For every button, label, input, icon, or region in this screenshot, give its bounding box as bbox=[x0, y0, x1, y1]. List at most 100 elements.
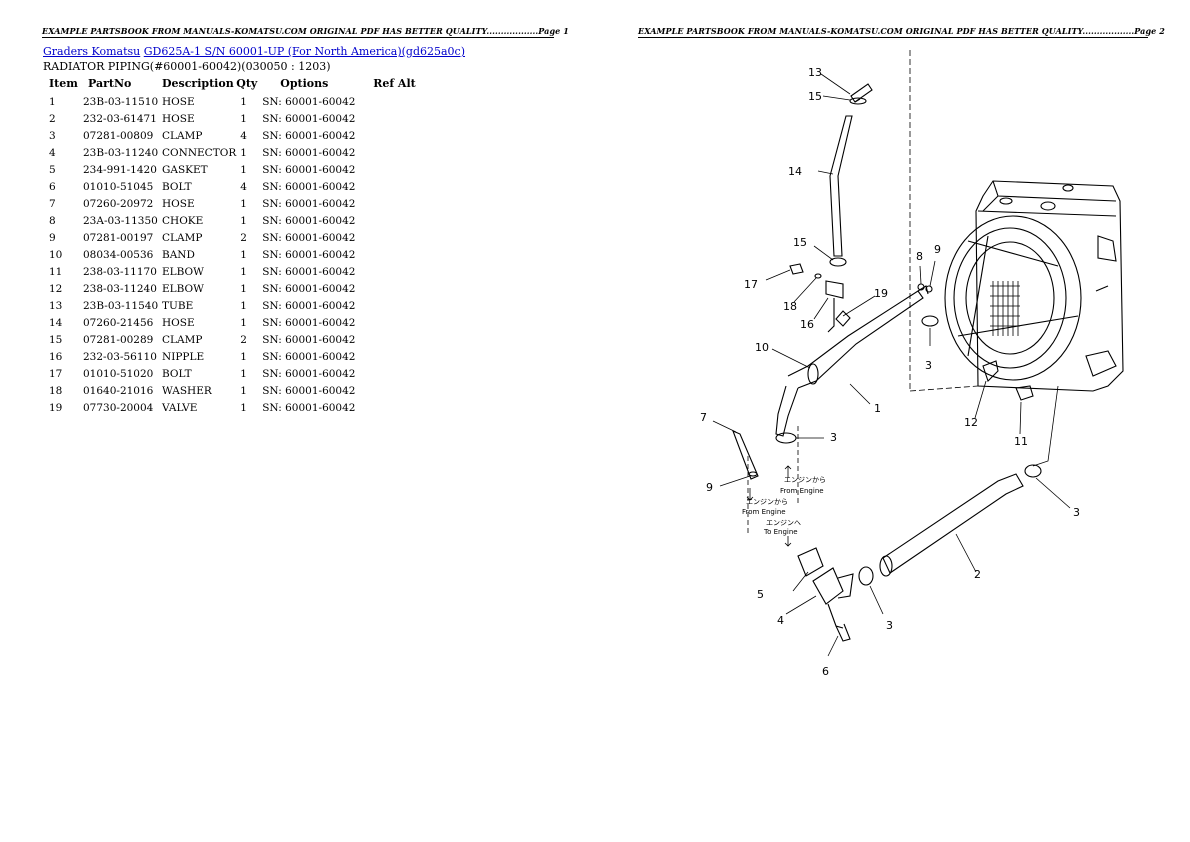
cell-item: 8 bbox=[49, 214, 56, 227]
cell-options: SN: 60001-60042 bbox=[262, 248, 356, 261]
cell-qty: 1 bbox=[240, 316, 247, 329]
cell-qty: 1 bbox=[240, 384, 247, 397]
cell-item: 13 bbox=[49, 299, 63, 312]
cell-description: NIPPLE bbox=[162, 350, 205, 363]
column-header-item: Item bbox=[49, 76, 78, 90]
cell-ref-alt bbox=[373, 382, 423, 399]
cell-options: SN: 60001-60042 bbox=[262, 282, 356, 295]
cell-item: 1 bbox=[49, 95, 56, 108]
cell-options: SN: 60001-60042 bbox=[262, 299, 356, 312]
cell-partno: 23B-03-11240 bbox=[83, 146, 159, 159]
cell-description: CLAMP bbox=[162, 129, 203, 142]
cell-ref-alt bbox=[373, 127, 423, 144]
cell-options: SN: 60001-60042 bbox=[262, 146, 356, 159]
cell-ref-alt bbox=[373, 280, 423, 297]
callout-11: 11 bbox=[1014, 435, 1028, 448]
cell-partno: 01010-51020 bbox=[83, 367, 154, 380]
breadcrumb-link-graders[interactable]: Graders Komatsu bbox=[43, 45, 141, 58]
cell-item: 4 bbox=[49, 146, 56, 159]
cell-ref-alt bbox=[373, 110, 423, 127]
breadcrumb-link-model[interactable]: GD625A-1 S/N 60001-UP (For North America… bbox=[143, 45, 466, 58]
callout-17: 17 bbox=[744, 278, 758, 291]
cell-ref-alt bbox=[373, 365, 423, 382]
callout-3b: 3 bbox=[925, 359, 932, 372]
callout-3d: 3 bbox=[886, 619, 893, 632]
cell-qty: 1 bbox=[240, 265, 247, 278]
cell-options: SN: 60001-60042 bbox=[262, 350, 356, 363]
cell-item: 2 bbox=[49, 112, 56, 125]
cell-description: HOSE bbox=[162, 95, 195, 108]
cell-partno: 07281-00289 bbox=[83, 333, 154, 346]
cell-description: TUBE bbox=[162, 299, 194, 312]
callout-9a: 9 bbox=[706, 481, 713, 494]
cell-partno: 232-03-61471 bbox=[83, 112, 157, 125]
cell-ref-alt bbox=[373, 212, 423, 229]
callout-5: 5 bbox=[757, 588, 764, 601]
callout-7: 7 bbox=[700, 411, 707, 424]
cell-description: HOSE bbox=[162, 316, 195, 329]
cell-qty: 1 bbox=[240, 197, 247, 210]
callout-13: 13 bbox=[808, 66, 822, 79]
note-from-engine-jp-2: エンジンから bbox=[746, 498, 788, 506]
cell-partno: 238-03-11240 bbox=[83, 282, 157, 295]
callout-12: 12 bbox=[964, 416, 978, 429]
cell-partno: 238-03-11170 bbox=[83, 265, 157, 278]
column-header-qty: Qty bbox=[236, 76, 258, 90]
callout-1: 1 bbox=[874, 402, 881, 415]
cell-options: SN: 60001-60042 bbox=[262, 401, 356, 414]
note-from-engine-1: From Engine bbox=[780, 487, 824, 495]
parts-table: Item PartNo Description Qty Options Ref … bbox=[44, 76, 423, 416]
cell-partno: 01010-51045 bbox=[83, 180, 154, 193]
callout-15a: 15 bbox=[808, 90, 822, 103]
cell-qty: 1 bbox=[240, 248, 247, 261]
cell-qty: 4 bbox=[240, 129, 247, 142]
cell-qty: 1 bbox=[240, 299, 247, 312]
cell-partno: 23A-03-11350 bbox=[83, 214, 158, 227]
column-header-ref-alt: Ref Alt bbox=[373, 76, 416, 90]
cell-description: CLAMP bbox=[162, 231, 203, 244]
cell-options: SN: 60001-60042 bbox=[262, 214, 356, 227]
cell-item: 9 bbox=[49, 231, 56, 244]
callout-9b: 9 bbox=[934, 243, 941, 256]
callout-16: 16 bbox=[800, 318, 814, 331]
cell-qty: 1 bbox=[240, 214, 247, 227]
cell-options: SN: 60001-60042 bbox=[262, 265, 356, 278]
cell-description: GASKET bbox=[162, 163, 208, 176]
callout-3a: 3 bbox=[830, 431, 837, 444]
callout-14: 14 bbox=[788, 165, 802, 178]
callout-8: 8 bbox=[916, 250, 923, 263]
cell-options: SN: 60001-60042 bbox=[262, 112, 356, 125]
column-header-options: Options bbox=[280, 76, 329, 90]
cell-description: HOSE bbox=[162, 197, 195, 210]
cell-ref-alt bbox=[373, 161, 423, 178]
cell-partno: 07260-20972 bbox=[83, 197, 154, 210]
cell-options: SN: 60001-60042 bbox=[262, 163, 356, 176]
cell-item: 19 bbox=[49, 401, 63, 414]
cell-item: 18 bbox=[49, 384, 63, 397]
cell-qty: 1 bbox=[240, 146, 247, 159]
cell-item: 3 bbox=[49, 129, 56, 142]
cell-partno: 23B-03-11540 bbox=[83, 299, 159, 312]
cell-ref-alt bbox=[373, 314, 423, 331]
cell-options: SN: 60001-60042 bbox=[262, 316, 356, 329]
column-header-partno: PartNo bbox=[88, 76, 132, 90]
cell-options: SN: 60001-60042 bbox=[262, 180, 356, 193]
cell-qty: 1 bbox=[240, 367, 247, 380]
page-title: RADIATOR PIPING(#60001-60042)(030050 : 1… bbox=[43, 60, 331, 73]
